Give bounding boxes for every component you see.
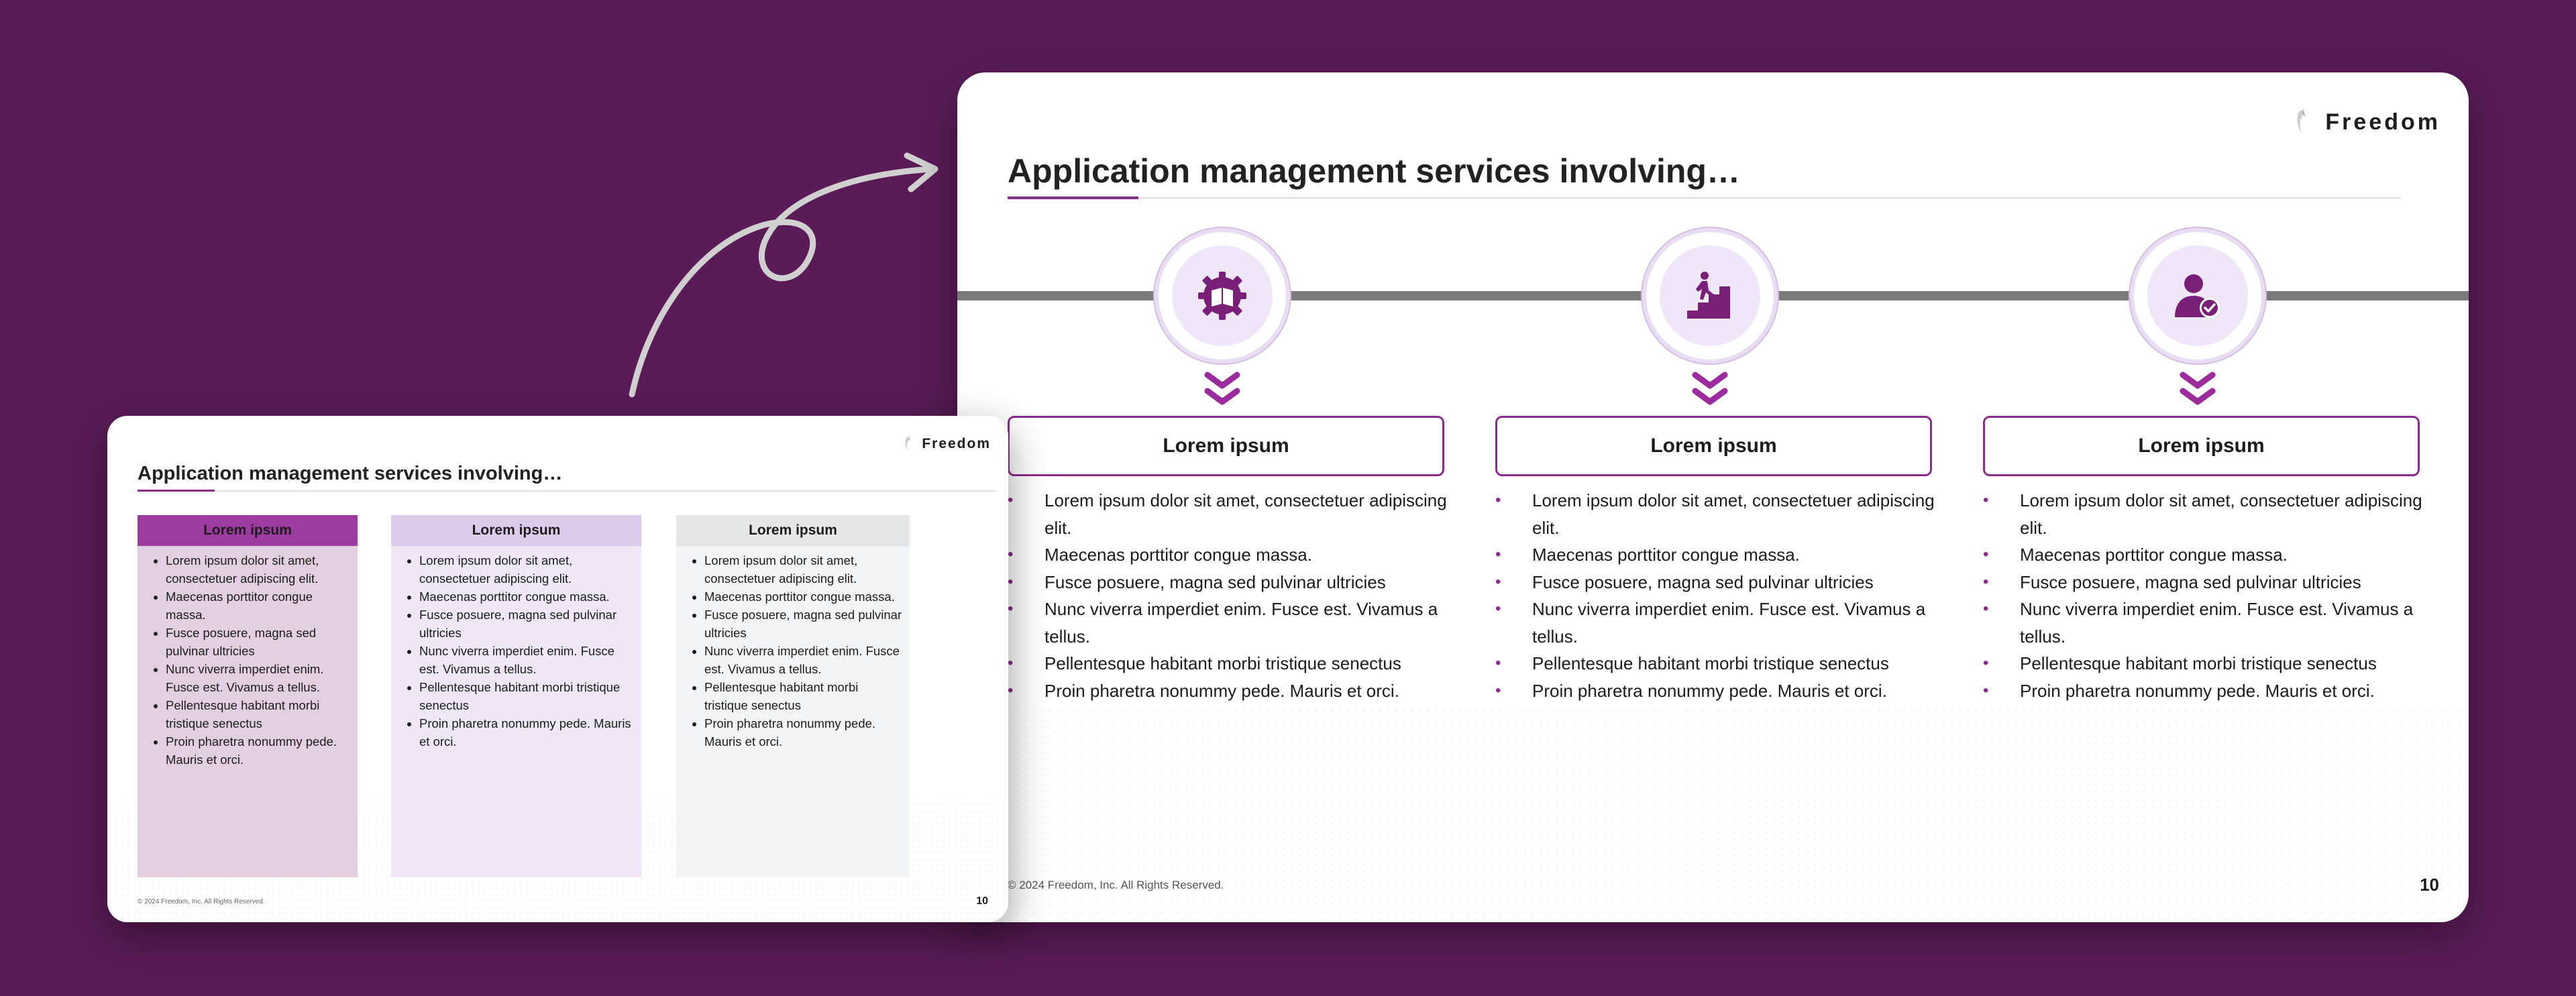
list-item: Pellentesque habitant morbi tristique se… — [704, 678, 903, 714]
small-column-2-heading: Lorem ipsum — [391, 515, 641, 546]
list-item: Lorem ipsum dolor sit amet, consectetuer… — [704, 551, 903, 588]
small-column-2: Lorem ipsum Lorem ipsum dolor sit amet, … — [391, 515, 641, 877]
list-item: Maecenas porttitor congue massa. — [1495, 541, 1938, 569]
title-accent-bar — [1008, 197, 1138, 199]
list-item: Pellentesque habitant morbi tristique se… — [1983, 650, 2426, 677]
user-check-icon — [2175, 274, 2220, 318]
list-item: Fusce posuere, magna sed pulvinar ultric… — [704, 606, 903, 642]
list-item: Nunc viverra imperdiet enim. Fusce est. … — [704, 642, 903, 678]
chevron-down-icon — [1204, 372, 1240, 405]
list-item: Fusce posuere, magna sed pulvinar ultric… — [1008, 569, 1450, 596]
list-item: Pellentesque habitant morbi tristique se… — [1008, 650, 1450, 677]
brand-name: Freedom — [922, 436, 991, 451]
column-2-bullets: Lorem ipsum dolor sit amet, consectetuer… — [1495, 487, 1938, 704]
brand-logo: Freedom — [900, 435, 991, 453]
list-item: Maecenas porttitor congue massa. — [166, 588, 351, 624]
step-2-icon-circle — [1646, 232, 1774, 359]
curly-arrow-icon — [629, 152, 938, 398]
gear-book-icon — [1198, 272, 1246, 320]
list-item: Maecenas porttitor congue massa. — [1008, 541, 1450, 569]
list-item: Pellentesque habitant morbi tristique se… — [419, 678, 635, 714]
list-item: Fusce posuere, magna sed pulvinar ultric… — [1495, 569, 1938, 596]
list-item: Pellentesque habitant morbi tristique se… — [166, 696, 351, 732]
small-column-2-bullets: Lorem ipsum dolor sit amet, consectetuer… — [391, 546, 641, 751]
list-item: Proin pharetra nonummy pede. Mauris et o… — [1008, 677, 1450, 705]
page-number: 10 — [976, 895, 988, 907]
slide-title: Application management services involvin… — [138, 463, 563, 484]
list-item: Fusce posuere, magna sed pulvinar ultric… — [166, 624, 351, 660]
list-item: Nunc viverra imperdiet enim. Fusce est. … — [1008, 596, 1450, 650]
column-1-heading: Lorem ipsum — [1008, 416, 1444, 476]
list-item: Nunc viverra imperdiet enim. Fusce est. … — [1983, 596, 2426, 650]
list-item: Proin pharetra nonummy pede. Mauris et o… — [419, 714, 635, 751]
list-item: Nunc viverra imperdiet enim. Fusce est. … — [166, 660, 351, 696]
page-number: 10 — [2420, 875, 2439, 895]
copyright-footer: © 2024 Freedom, Inc. All Rights Reserved… — [138, 898, 265, 905]
list-item: Pellentesque habitant morbi tristique se… — [1495, 650, 1938, 677]
list-item: Lorem ipsum dolor sit amet, consectetuer… — [419, 551, 635, 588]
small-column-3-bullets: Lorem ipsum dolor sit amet, consectetuer… — [676, 546, 910, 751]
list-item: Maecenas porttitor congue massa. — [1983, 541, 2426, 569]
list-item: Fusce posuere, magna sed pulvinar ultric… — [1983, 569, 2426, 596]
chevron-down-icon — [1692, 372, 1728, 405]
list-item: Lorem ipsum dolor sit amet, consectetuer… — [1008, 487, 1450, 541]
list-item: Lorem ipsum dolor sit amet, consectetuer… — [1983, 487, 2426, 541]
column-2-heading: Lorem ipsum — [1495, 416, 1932, 476]
chevron-down-icon — [2180, 372, 2216, 405]
small-column-1-bullets: Lorem ipsum dolor sit amet, consectetuer… — [138, 546, 358, 769]
list-item: Fusce posuere, magna sed pulvinar ultric… — [419, 606, 635, 642]
slide-title: Application management services involvin… — [1008, 152, 1740, 190]
list-item: Nunc viverra imperdiet enim. Fusce est. … — [419, 642, 635, 678]
small-column-3: Lorem ipsum Lorem ipsum dolor sit amet, … — [676, 515, 910, 877]
column-1-bullets: Lorem ipsum dolor sit amet, consectetuer… — [1008, 487, 1450, 704]
list-item: Lorem ipsum dolor sit amet, consectetuer… — [1495, 487, 1938, 541]
list-item: Proin pharetra nonummy pede. Mauris et o… — [1495, 677, 1938, 705]
dot-pattern — [957, 708, 2469, 922]
list-item: Nunc viverra imperdiet enim. Fusce est. … — [1495, 596, 1938, 650]
brand-name: Freedom — [2325, 109, 2440, 135]
brand-logo: Freedom — [2289, 107, 2440, 137]
freedom-logo-icon — [905, 436, 911, 451]
list-item: Proin pharetra nonummy pede. Mauris et o… — [166, 732, 351, 769]
freedom-logo-icon — [2297, 109, 2307, 134]
small-column-1: Lorem ipsum Lorem ipsum dolor sit amet, … — [138, 515, 358, 877]
person-climbing-stairs-icon — [1687, 272, 1730, 319]
small-column-3-heading: Lorem ipsum — [676, 515, 910, 546]
list-item: Lorem ipsum dolor sit amet, consectetuer… — [166, 551, 351, 588]
list-item: Proin pharetra nonummy pede. Mauris et o… — [704, 714, 903, 751]
small-column-1-heading: Lorem ipsum — [138, 515, 358, 546]
copyright-footer: © 2024 Freedom, Inc. All Rights Reserved… — [1008, 879, 1224, 891]
step-3-icon-circle — [2134, 232, 2261, 359]
title-divider — [1008, 197, 2401, 199]
column-3-heading: Lorem ipsum — [1983, 416, 2420, 476]
list-item: Proin pharetra nonummy pede. Mauris et o… — [1983, 677, 2426, 705]
list-item: Maecenas porttitor congue massa. — [704, 588, 903, 606]
title-divider — [138, 490, 996, 492]
list-item: Maecenas porttitor congue massa. — [419, 588, 635, 606]
slide-preview-small: Freedom Application management services … — [107, 416, 1008, 922]
slide-preview-large: Freedom Application management services … — [957, 72, 2469, 922]
title-accent-bar — [138, 490, 215, 492]
column-3-bullets: Lorem ipsum dolor sit amet, consectetuer… — [1983, 487, 2426, 704]
step-1-icon-circle — [1159, 232, 1286, 359]
